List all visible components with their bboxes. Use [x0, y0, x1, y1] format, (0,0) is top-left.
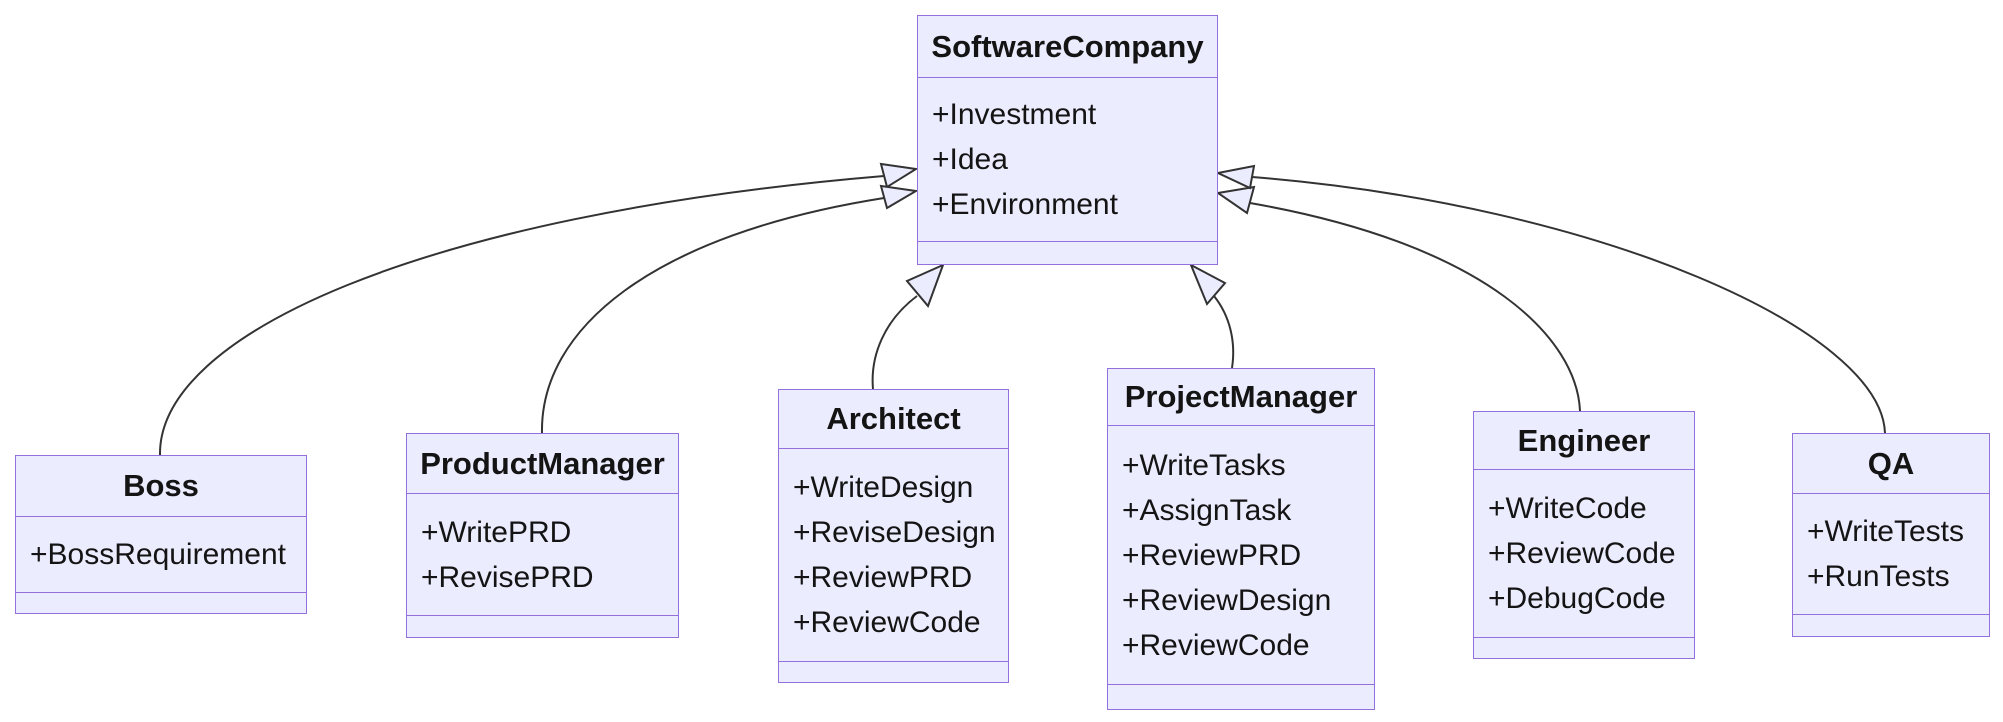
class-member: +BossRequirement — [30, 538, 286, 571]
class-title: QA — [1793, 434, 1989, 494]
class-member: +Investment — [932, 98, 1097, 131]
class-member: +WriteDesign — [793, 471, 974, 504]
class-member: +ReviewPRD — [1122, 538, 1302, 572]
edge-boss-to-softwarecompany — [158, 175, 885, 456]
class-methods-empty — [407, 615, 678, 637]
class-node-engineer[interactable]: Engineer +WriteCode +ReviewCode +DebugCo… — [1473, 411, 1695, 659]
inheritance-arrowhead-productmanager — [879, 184, 919, 210]
class-member: +Environment — [932, 188, 1118, 221]
class-methods-empty — [779, 661, 1008, 682]
class-methods-empty — [1474, 637, 1694, 658]
class-member: +AssignTask — [1122, 493, 1292, 527]
class-member: +WritePRD — [421, 515, 572, 549]
class-title: Engineer — [1474, 412, 1694, 470]
class-title: Architect — [779, 390, 1008, 449]
class-member: +ReviewPRD — [793, 561, 973, 594]
class-node-boss[interactable]: Boss +BossRequirement — [15, 455, 307, 614]
class-member: +ReviewDesign — [1122, 583, 1332, 617]
class-member: +DebugCode — [1488, 582, 1666, 615]
class-member: +Idea — [932, 143, 1008, 176]
class-node-softwarecompany[interactable]: SoftwareCompany +Investment +Idea +Envir… — [917, 15, 1218, 265]
class-members: +WriteCode +ReviewCode +DebugCode — [1474, 470, 1694, 637]
inheritance-arrowhead-boss — [879, 162, 919, 189]
class-title: SoftwareCompany — [918, 16, 1217, 78]
inheritance-arrowhead-projectmanager — [1189, 262, 1227, 306]
class-members: +WriteTests +RunTests — [1793, 494, 1989, 614]
class-member: +WriteCode — [1488, 492, 1647, 525]
class-members: +WriteDesign +ReviseDesign +ReviewPRD +R… — [779, 449, 1008, 661]
inheritance-arrowhead-qa — [1214, 164, 1256, 190]
class-title: Boss — [16, 456, 306, 517]
class-member: +ReviewCode — [1122, 628, 1310, 662]
class-node-qa[interactable]: QA +WriteTests +RunTests — [1792, 433, 1990, 637]
class-title: ProductManager — [407, 434, 678, 494]
class-member: +ReviewCode — [1488, 537, 1676, 570]
class-node-productmanager[interactable]: ProductManager +WritePRD +RevisePRD — [406, 433, 679, 638]
class-member: +WriteTasks — [1122, 448, 1286, 482]
class-node-projectmanager[interactable]: ProjectManager +WriteTasks +AssignTask +… — [1107, 368, 1375, 710]
class-member: +ReviseDesign — [793, 516, 996, 549]
class-member: +RunTests — [1807, 560, 1950, 593]
class-title: ProjectManager — [1108, 369, 1374, 426]
class-members: +WritePRD +RevisePRD — [407, 494, 678, 615]
class-member: +ReviewCode — [793, 606, 981, 639]
edge-projectmanager-to-softwarecompany — [1213, 295, 1235, 369]
class-node-architect[interactable]: Architect +WriteDesign +ReviseDesign +Re… — [778, 389, 1009, 683]
edge-architect-to-softwarecompany — [871, 295, 918, 390]
class-methods-empty — [1108, 684, 1374, 709]
class-methods-empty — [1793, 614, 1989, 636]
class-members: +Investment +Idea +Environment — [918, 78, 1217, 241]
class-member: +WriteTests — [1807, 515, 1964, 548]
class-members: +WriteTasks +AssignTask +ReviewPRD +Revi… — [1108, 426, 1374, 684]
inheritance-arrowhead-architect — [905, 263, 945, 308]
class-methods-empty — [16, 592, 306, 613]
class-methods-empty — [918, 241, 1217, 264]
class-members: +BossRequirement — [16, 517, 306, 592]
inheritance-arrowhead-engineer — [1215, 185, 1256, 215]
class-member: +RevisePRD — [421, 560, 594, 594]
